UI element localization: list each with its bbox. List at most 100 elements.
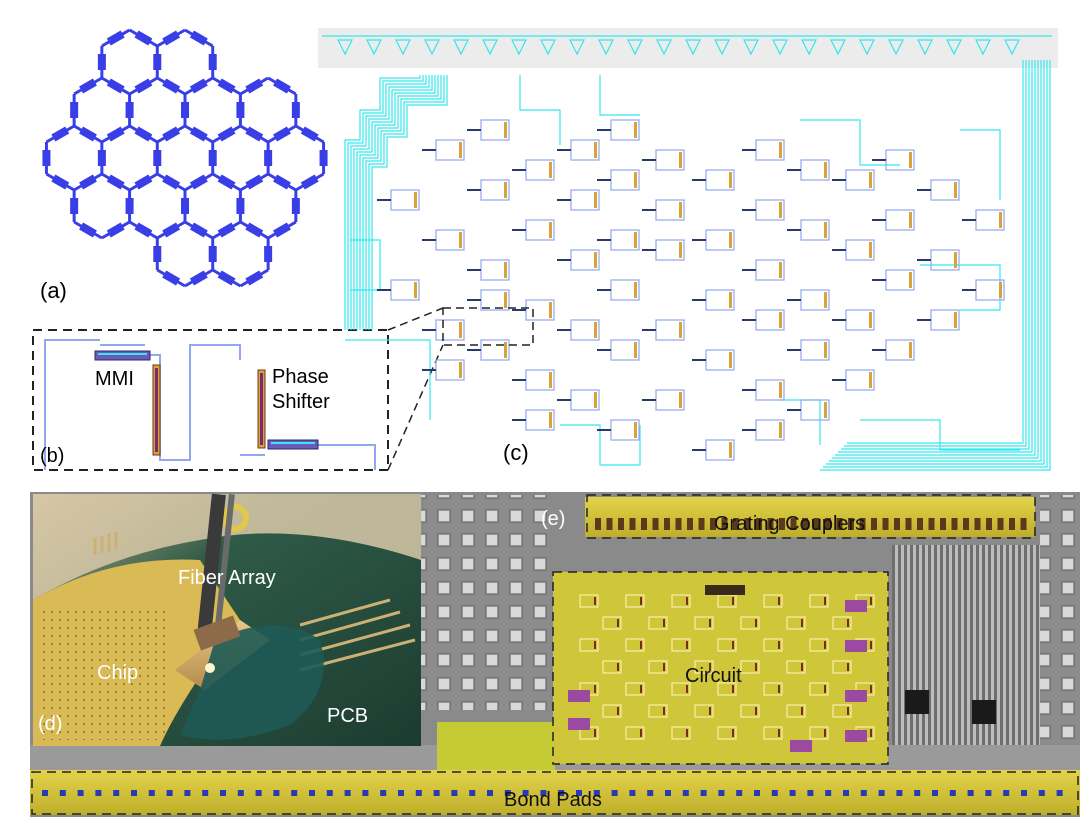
coupler-tooth [675, 518, 682, 530]
mesh-mzi [181, 102, 189, 118]
mesh-mzi [134, 78, 153, 94]
heater-photo [870, 641, 872, 649]
mzi-cell-photo [786, 660, 806, 674]
bond-pad [255, 790, 262, 796]
bond-pad [771, 790, 778, 796]
heater [594, 322, 597, 338]
coupler-tooth [652, 518, 659, 530]
heater-photo [640, 685, 642, 693]
coupler-tooth [618, 518, 624, 530]
mzi-cell-photo [671, 726, 691, 740]
mzi-cell-photo [579, 638, 599, 652]
bond-pad [576, 790, 582, 796]
circuit-box [552, 571, 889, 765]
mesh-mzi [162, 222, 181, 238]
mesh-mzi [97, 54, 106, 70]
mmi-coupler-2 [267, 439, 319, 450]
bond-pad [380, 790, 387, 796]
heater-photo [801, 707, 803, 715]
grating-coupler [598, 39, 614, 56]
mzi-cell-photo [832, 616, 852, 630]
bond-pad [487, 790, 493, 796]
zoom-connector-bottom [387, 344, 444, 471]
mesh-mzi [245, 222, 264, 238]
mesh-mzi [106, 30, 125, 46]
bond-pad [451, 790, 458, 796]
coupler-tooth [1020, 518, 1027, 530]
via-array [40, 610, 170, 740]
mzi-zoom-panel: MMI Phase Shifter (b) [32, 329, 389, 471]
mesh-mzi [125, 102, 134, 118]
grating-coupler-array [585, 497, 1035, 537]
test-structures-right [892, 545, 1042, 755]
mesh-mzi [153, 246, 162, 262]
mounting-hole [221, 504, 249, 532]
heater-photo [640, 641, 642, 649]
mzi-cell-photo [671, 594, 691, 608]
grating-coupler [1004, 39, 1020, 56]
routing-trace [353, 75, 430, 330]
bond-pad [860, 790, 867, 796]
heater [679, 242, 682, 258]
grating-coupler [540, 39, 556, 56]
mesh-mzi [245, 126, 264, 142]
heater [779, 422, 782, 438]
coupler-tooth [779, 518, 785, 530]
heater-photo [686, 641, 688, 649]
bond-pad [700, 790, 707, 796]
bond-pad [166, 790, 173, 796]
heater [869, 242, 872, 258]
grating-coupler [511, 39, 527, 56]
bond-pad [754, 790, 760, 796]
contact-pad [845, 640, 867, 652]
heater-photo [686, 729, 688, 737]
circuit-area [553, 572, 888, 764]
heater-2 [260, 373, 263, 445]
coupler-tooth [951, 518, 958, 530]
bond-pad [504, 790, 511, 796]
mesh-mzi [291, 102, 300, 118]
heater [729, 232, 732, 248]
waveguide-in [44, 339, 100, 470]
routing-trace [838, 60, 1033, 453]
heater-photo [778, 641, 780, 649]
heater [549, 162, 552, 178]
mzi-cell-photo [671, 682, 691, 696]
bond-pad [1003, 790, 1010, 796]
bond-pad [878, 790, 885, 796]
heater-photo [824, 685, 826, 693]
mzi-cell-photo [625, 594, 645, 608]
bond-pad [326, 790, 333, 796]
epoxy-encapsulation [180, 625, 324, 740]
heater [869, 372, 872, 388]
grating-coupler [627, 39, 643, 56]
grating-coupler-strip [318, 28, 1058, 68]
grating-couplers-label: Grating Couplers [714, 513, 865, 535]
routing-trace [960, 129, 1001, 200]
grating-coupler [946, 39, 962, 56]
heater-photo [870, 597, 872, 605]
heater-photo [778, 729, 780, 737]
routing-trace [844, 60, 1027, 447]
heater-photo [732, 685, 734, 693]
mzi-cell-photo [809, 726, 829, 740]
bond-pad [1056, 790, 1063, 796]
heater [459, 322, 462, 338]
mesh-mzi [181, 198, 189, 214]
mmi-core-2 [271, 442, 315, 444]
mesh-mzi [273, 174, 291, 190]
heater [549, 412, 552, 428]
heater [909, 272, 912, 288]
heater [909, 342, 912, 358]
heater [824, 342, 827, 358]
routing-trace [350, 239, 381, 291]
heater-photo [594, 729, 596, 737]
fiber-array-block [193, 615, 241, 651]
mzi-cell-photo [648, 616, 668, 630]
mesh-mzi [162, 126, 181, 142]
heater-photo [732, 729, 734, 737]
coupler-tooth [629, 518, 636, 530]
pcb-label: PCB [327, 705, 368, 727]
zoom-highlight-box [442, 307, 534, 346]
mzi-zoom-frame [32, 329, 389, 471]
